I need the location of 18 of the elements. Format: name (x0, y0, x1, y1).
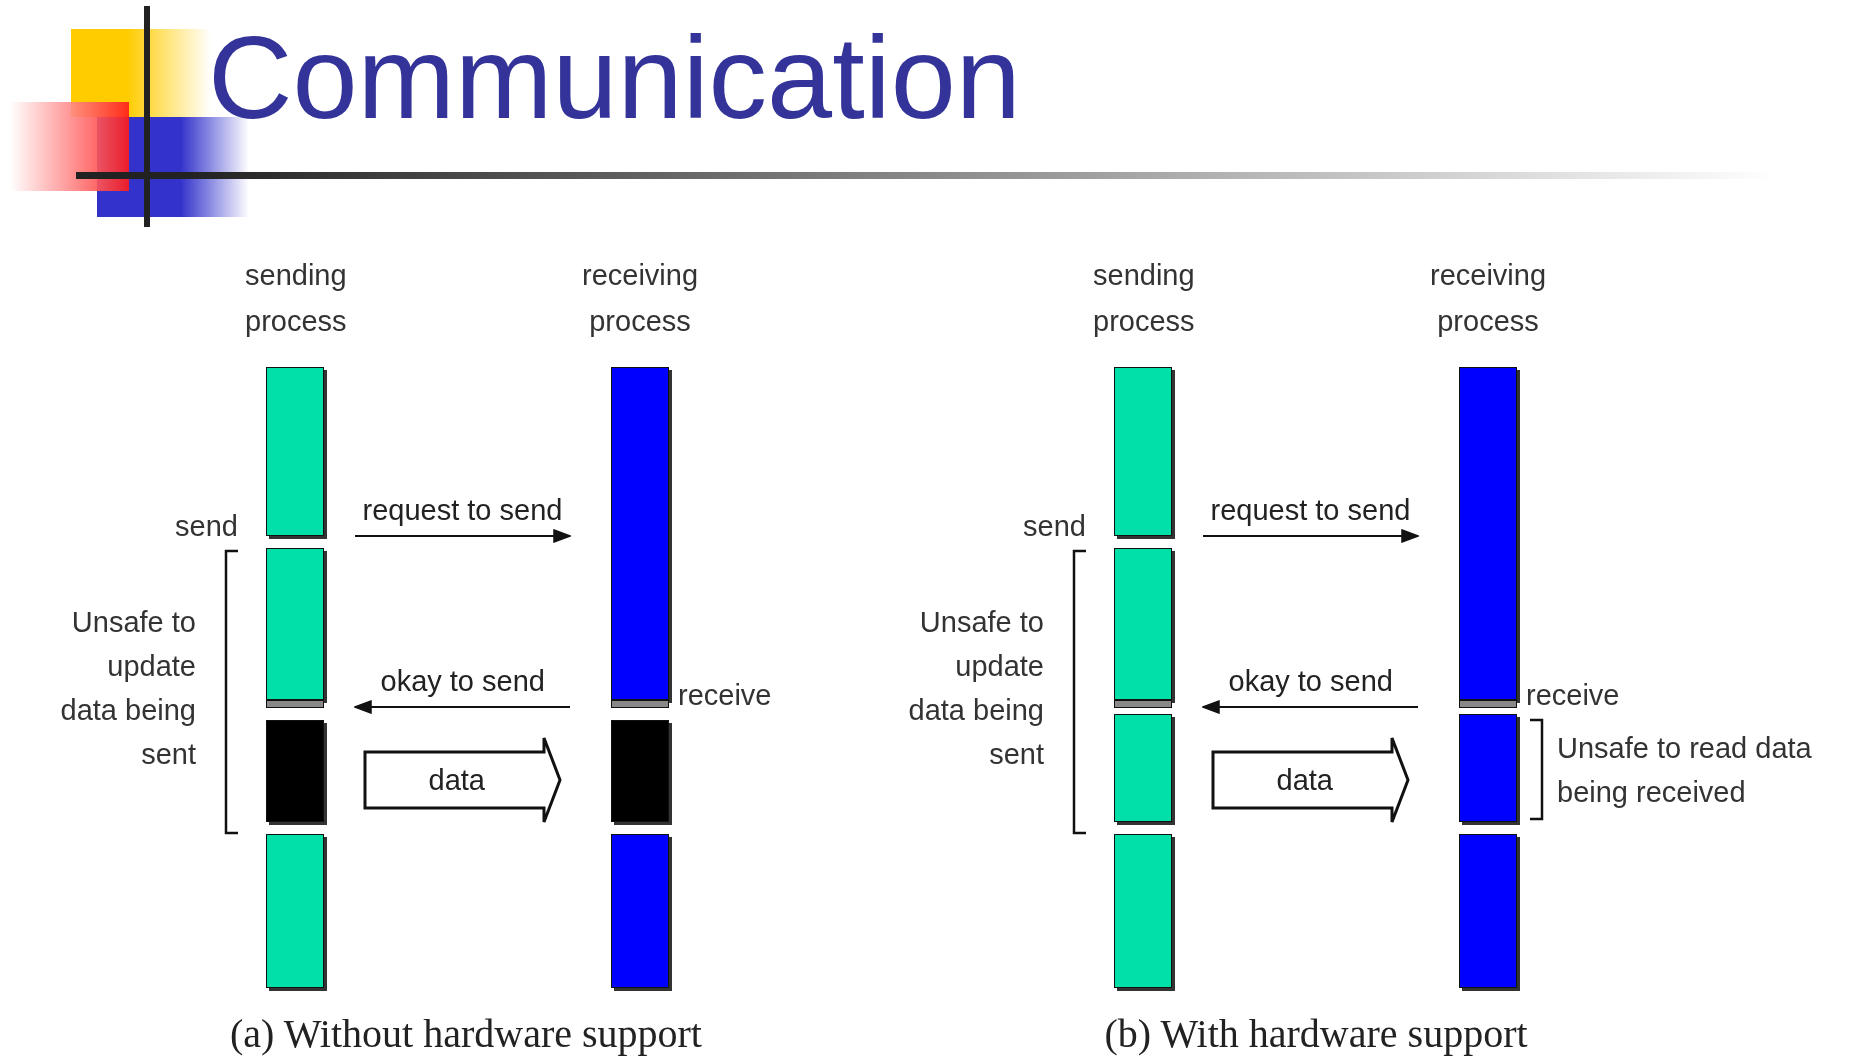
annotation-text: Unsafe to update data being sent (59, 605, 196, 772)
annotation-text: send (174, 509, 238, 544)
arrow (1202, 529, 1419, 543)
annotation-text: receive (1526, 678, 1621, 713)
annotation-text: Unsafe to read data being received (1557, 731, 1813, 810)
arrow (354, 700, 571, 714)
process-label: receiving process (1428, 258, 1548, 339)
slide-title: Communication (208, 19, 1021, 136)
annotation-text: Unsafe to update data being sent (907, 605, 1044, 772)
figure-caption: (a) Without hardware support (230, 1010, 702, 1057)
figure-caption: (b) With hardware support (1104, 1010, 1528, 1057)
arrow (354, 529, 571, 543)
process-label: sending process (245, 258, 345, 339)
annotation-text: send (1022, 509, 1086, 544)
process-label: receiving process (580, 258, 700, 339)
process-label: sending process (1093, 258, 1193, 339)
arrow (1202, 700, 1419, 714)
annotation-text: receive (678, 678, 773, 713)
